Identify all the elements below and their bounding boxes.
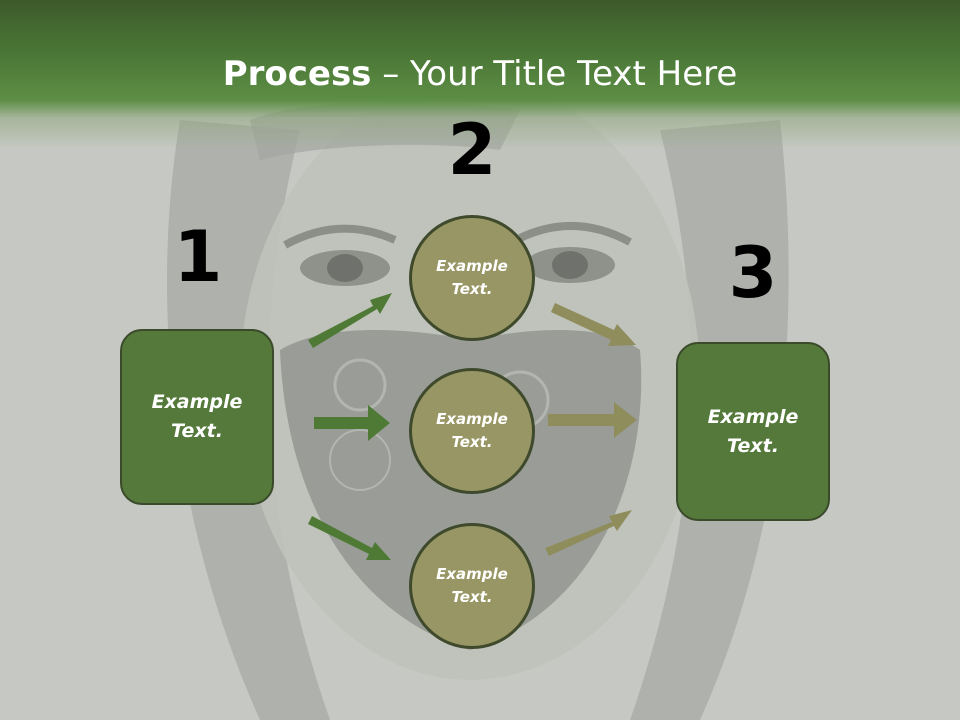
title-bold-part: Process: [222, 54, 372, 94]
slide-title: Process – Your Title Text Here: [0, 52, 960, 96]
circle-middle: Example Text.: [409, 368, 535, 494]
left-step-box: Example Text.: [120, 329, 274, 505]
arrow-right-down: [551, 303, 636, 346]
arrow-left-down: [308, 516, 391, 560]
step-number-1: 1: [173, 216, 223, 298]
circle-top: Example Text.: [409, 215, 535, 341]
left-step-box-label: Example Text.: [151, 391, 243, 442]
circle-middle-label: Example Text.: [436, 410, 508, 451]
arrow-left-up: [308, 293, 392, 348]
right-step-box: Example Text.: [676, 342, 830, 521]
circle-bottom-label: Example Text.: [436, 565, 508, 606]
arrow-left-middle: [314, 405, 390, 441]
step-number-3: 3: [728, 232, 778, 314]
right-step-box-label: Example Text.: [707, 405, 799, 457]
title-rest-part: – Your Title Text Here: [371, 54, 738, 94]
header-band: [0, 0, 960, 150]
arrow-right-middle: [548, 402, 637, 438]
circle-top-label: Example Text.: [436, 257, 508, 298]
arrow-right-up: [545, 510, 632, 556]
circle-bottom: Example Text.: [409, 523, 535, 649]
step-number-2: 2: [447, 109, 497, 191]
